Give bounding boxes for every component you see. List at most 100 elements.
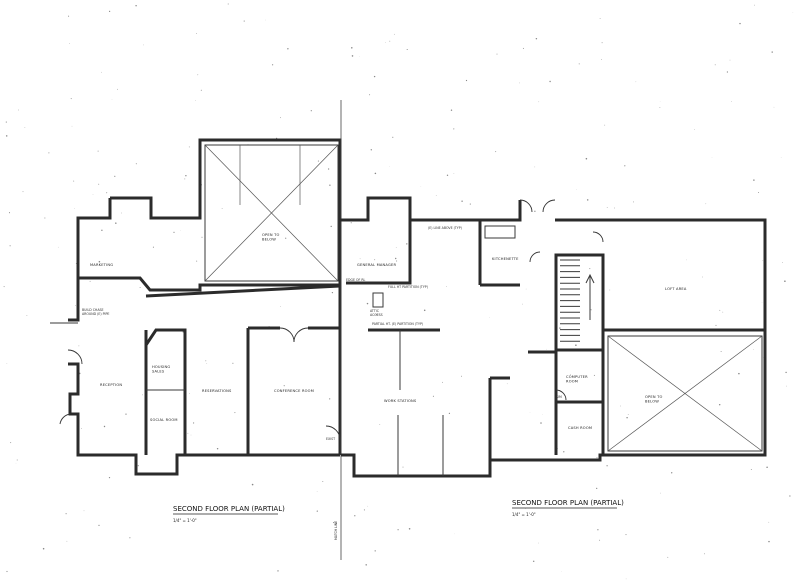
scan-speck	[635, 81, 637, 83]
scan-speck	[97, 150, 99, 152]
scan-speck	[196, 33, 197, 35]
room-label-work-stations: WORK STATIONS	[384, 399, 417, 403]
right-plan-title: SECOND FLOOR PLAN (PARTIAL)	[512, 499, 624, 507]
exterior-wall-left-west-lower	[68, 362, 340, 476]
left-plan	[50, 138, 342, 476]
scan-speck	[753, 349, 754, 350]
scan-speck	[601, 59, 602, 60]
scan-speck	[6, 570, 8, 573]
scan-speck	[609, 289, 611, 291]
scan-speck	[42, 547, 45, 550]
scan-speck	[221, 208, 223, 209]
scan-speck	[69, 43, 70, 45]
scan-speck	[659, 107, 661, 108]
scan-speck	[406, 48, 408, 51]
attic-hatch	[372, 292, 384, 308]
scan-speck	[363, 509, 365, 511]
scan-speck	[184, 178, 186, 180]
scan-speck	[446, 174, 449, 176]
scan-speck	[601, 42, 603, 44]
open-to-below-right-box	[607, 335, 763, 452]
scan-speck	[729, 59, 731, 61]
room-label-reservations: RESERVATIONS	[202, 389, 232, 393]
scan-speck	[227, 3, 229, 5]
scan-speck	[375, 313, 378, 316]
scan-speck	[74, 208, 75, 209]
scan-speck	[704, 553, 706, 555]
match-line-label: MATCH LINE	[334, 521, 338, 540]
scan-speck	[373, 75, 376, 78]
scan-speck	[522, 47, 524, 49]
scan-speck	[66, 540, 68, 542]
scan-speck	[232, 362, 234, 364]
scan-speck	[5, 121, 7, 123]
scan-speck	[624, 165, 626, 167]
scan-speck	[606, 465, 608, 467]
scan-speck	[739, 22, 741, 25]
scan-speck	[24, 126, 26, 128]
scan-speck	[114, 175, 116, 177]
scan-speck	[702, 276, 703, 278]
scan-speck	[280, 306, 281, 307]
scan-speck	[316, 510, 318, 512]
scan-speck	[193, 422, 195, 424]
scan-speck	[597, 529, 599, 531]
scan-speck	[185, 175, 187, 177]
room-label-conference-room: CONFERENCE ROOM	[274, 389, 314, 393]
scan-speck	[762, 260, 764, 261]
scan-speck	[92, 194, 94, 195]
scan-speck	[271, 64, 274, 66]
room-label-loft-area: LOFT AREA	[665, 287, 687, 291]
scan-speck	[559, 327, 561, 329]
scan-speck	[453, 173, 455, 174]
scan-speck	[686, 259, 687, 261]
scan-speck	[374, 172, 377, 175]
scan-speck	[604, 124, 606, 126]
scan-speck	[374, 259, 376, 261]
left-plan-scale: 1/4" = 1'-0"	[173, 518, 197, 523]
scan-speck	[593, 374, 595, 376]
scan-speck	[379, 424, 381, 425]
scan-speck	[6, 363, 8, 364]
scan-speck	[234, 412, 236, 414]
note-full-ht-partition: FULL HT PARTITION (TYP)	[388, 285, 428, 289]
scan-speck	[495, 151, 497, 153]
scan-speck	[385, 42, 386, 43]
scan-speck	[285, 237, 287, 239]
scan-speck	[359, 258, 361, 260]
scan-speck	[714, 64, 716, 66]
kitchen-door	[529, 251, 541, 263]
scan-speck	[625, 578, 627, 580]
scan-speck	[446, 286, 448, 287]
scan-speck	[89, 280, 91, 282]
scan-speck	[280, 117, 281, 119]
scan-speck	[402, 466, 404, 468]
scan-speck	[197, 74, 199, 76]
entry-door	[59, 413, 71, 425]
left-plan-title: SECOND FLOOR PLAN (PARTIAL)	[173, 505, 285, 513]
scan-speck	[108, 477, 111, 479]
scan-speck	[519, 82, 521, 84]
scan-speck	[26, 315, 28, 316]
scan-speck	[395, 246, 397, 248]
scan-speck	[453, 128, 455, 130]
scan-speck	[408, 528, 411, 530]
scan-speck	[461, 375, 462, 377]
scan-speck	[182, 331, 184, 333]
scan-speck	[590, 309, 592, 311]
scan-speck	[660, 492, 661, 494]
scan-speck	[81, 428, 82, 429]
scan-speck	[535, 37, 538, 40]
exterior-wall-right	[410, 200, 522, 222]
scan-speck	[589, 268, 591, 270]
room-label-kitchenette: KITCHENETTE	[492, 257, 519, 261]
scan-speck	[98, 260, 101, 263]
scan-speck	[365, 564, 367, 566]
side-door	[325, 425, 341, 441]
scan-speck	[506, 383, 508, 385]
